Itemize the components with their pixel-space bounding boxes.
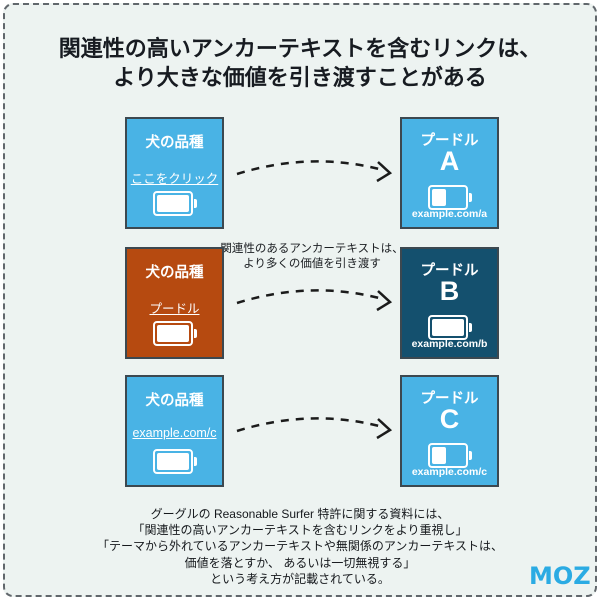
footnote-line-2: 「関連性の高いアンカーテキストを含むリンクをより重視し」	[132, 523, 468, 538]
battery-icon	[152, 191, 197, 216]
link-arrow-row2	[236, 289, 384, 305]
source-page-heading: 犬の品種	[145, 135, 204, 151]
anchor-link-row2[interactable]: プードル	[149, 302, 200, 316]
battery-icon	[152, 321, 197, 346]
patent-footnote: グーグルの Reasonable Surfer 特許に関する資料には、 「関連性…	[5, 506, 595, 587]
target-page-row1: プードル A example.com/a	[400, 117, 499, 229]
anchor-link-row3[interactable]: example.com/c	[132, 426, 217, 440]
source-page-heading: 犬の品種	[145, 393, 204, 409]
annotation-line-2: より多くの価値を引き渡す	[243, 257, 381, 270]
link-arrowhead-row1	[376, 161, 393, 183]
target-page-url: example.com/c	[411, 466, 488, 478]
title-line-1: 関連性の高いアンカーテキストを含むリンクは、	[58, 36, 542, 61]
target-page-row3: プードル C example.com/c	[400, 375, 499, 487]
title-line-2: より大きな価値を引き渡すことがある	[113, 65, 487, 90]
battery-icon	[427, 315, 472, 340]
source-page-row1: 犬の品種 ここをクリック	[125, 117, 224, 229]
source-page-row2: 犬の品種 プードル	[125, 247, 224, 359]
target-page-url: example.com/b	[411, 338, 488, 350]
footnote-line-3: 「テーマから外れているアンカーテキストや無関係のアンカーテキストは、	[97, 539, 503, 554]
annotation-line-1: 関連性のあるアンカーテキストは、	[220, 243, 404, 255]
target-page-heading: プードル	[420, 263, 479, 279]
link-arrow-row1	[236, 160, 384, 176]
moz-logo: MOZ	[529, 562, 591, 590]
infographic-title: 関連性の高いアンカーテキストを含むリンクは、 より大きな価値を引き渡すことがある	[5, 34, 595, 92]
battery-icon	[427, 443, 472, 468]
battery-icon	[427, 185, 472, 210]
link-arrow-row3	[236, 417, 384, 433]
target-page-heading: プードル	[420, 133, 479, 149]
infographic-canvas: 関連性の高いアンカーテキストを含むリンクは、 より大きな価値を引き渡すことがある…	[3, 3, 597, 597]
battery-icon	[152, 449, 197, 474]
source-page-row3: 犬の品種 example.com/c	[125, 375, 224, 487]
target-page-heading: プードル	[420, 391, 479, 407]
footnote-line-5: という考え方が記載されている。	[210, 571, 390, 586]
footnote-line-4: 価値を落とすか、 あるいは一切無視する」	[184, 555, 416, 570]
target-page-url: example.com/a	[411, 208, 488, 220]
target-page-letter: C	[439, 404, 460, 434]
footnote-line-1: グーグルの Reasonable Surfer 特許に関する資料には、	[150, 507, 450, 521]
link-arrowhead-row2	[376, 290, 393, 312]
anchor-link-row1[interactable]: ここをクリック	[130, 172, 219, 186]
target-page-row2: プードル B example.com/b	[400, 247, 499, 359]
relevance-annotation: 関連性のあるアンカーテキストは、 より多くの価値を引き渡す	[218, 242, 406, 271]
source-page-heading: 犬の品種	[145, 265, 204, 281]
target-page-letter: B	[439, 276, 460, 306]
link-arrowhead-row3	[376, 418, 393, 440]
target-page-letter: A	[439, 146, 460, 176]
